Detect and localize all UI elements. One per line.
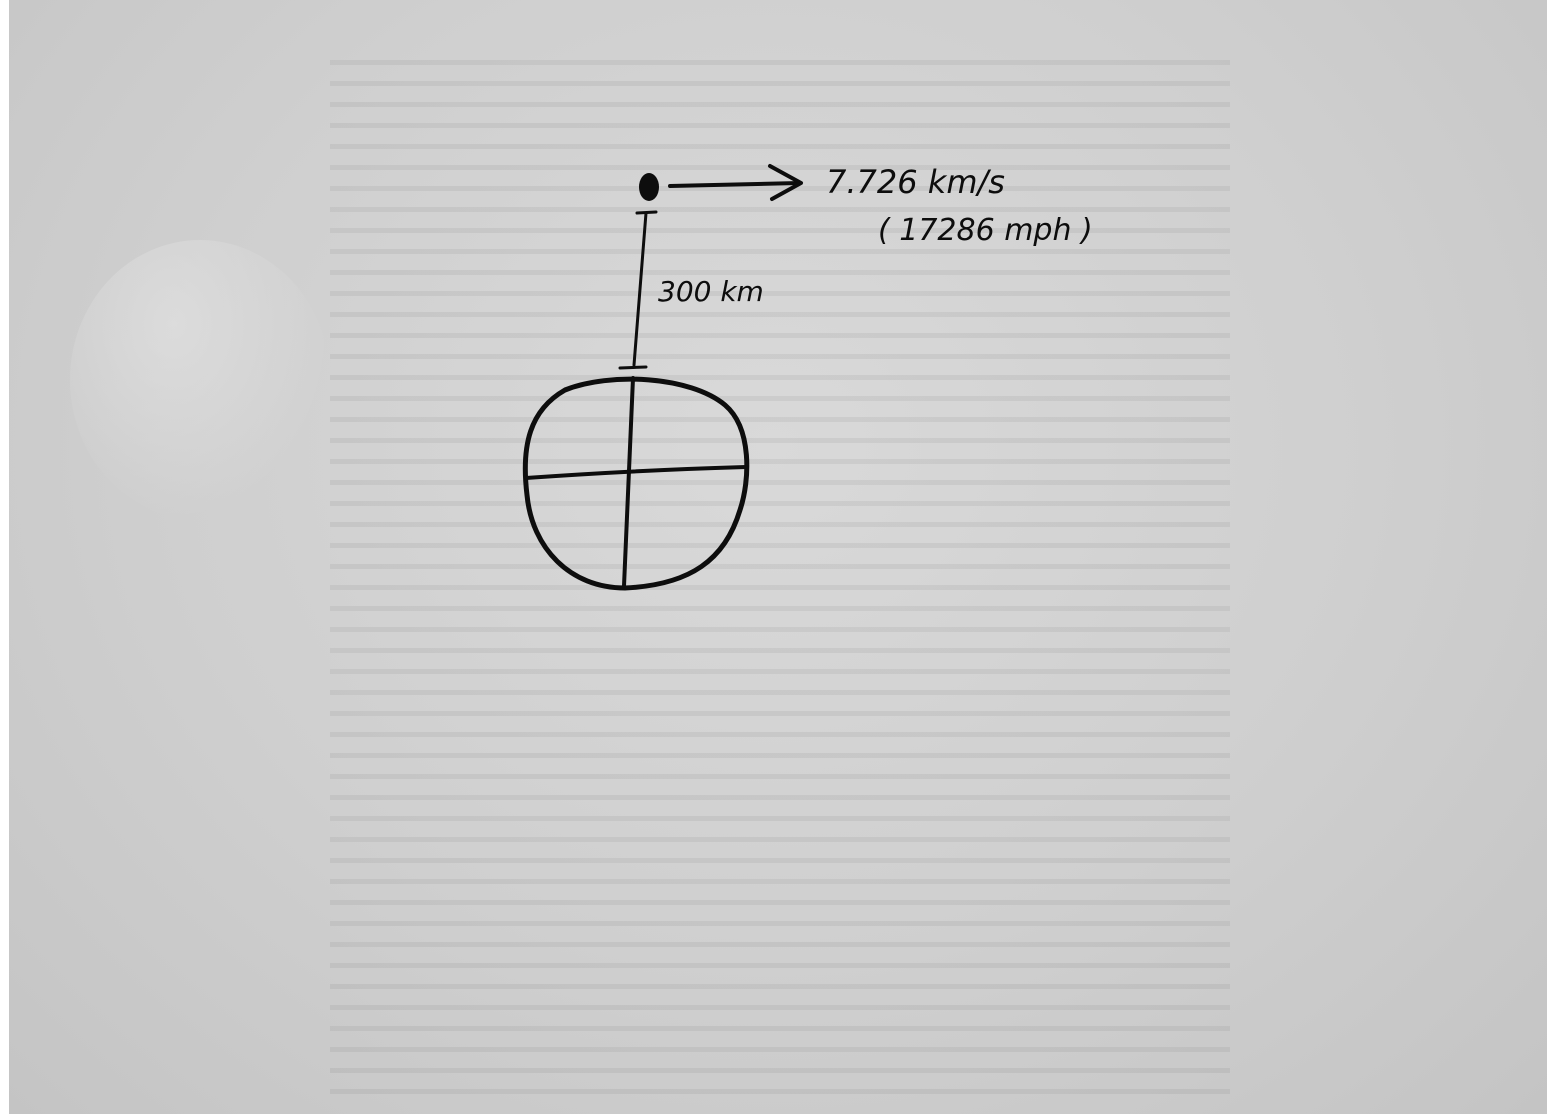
- velocity-mph-label: ( 17286 mph ): [878, 213, 1093, 248]
- earth-globe: [522, 376, 750, 591]
- scan-border: [0, 0, 9, 1114]
- satellite-dot: [639, 173, 659, 201]
- bleed-through-text: [330, 60, 1230, 1100]
- velocity-label: 7.726 km/s: [826, 163, 1005, 201]
- altitude-marker: [618, 210, 658, 370]
- altitude-label: 300 km: [658, 275, 764, 308]
- velocity-arrow: [668, 164, 803, 201]
- paper-crease: [70, 240, 330, 520]
